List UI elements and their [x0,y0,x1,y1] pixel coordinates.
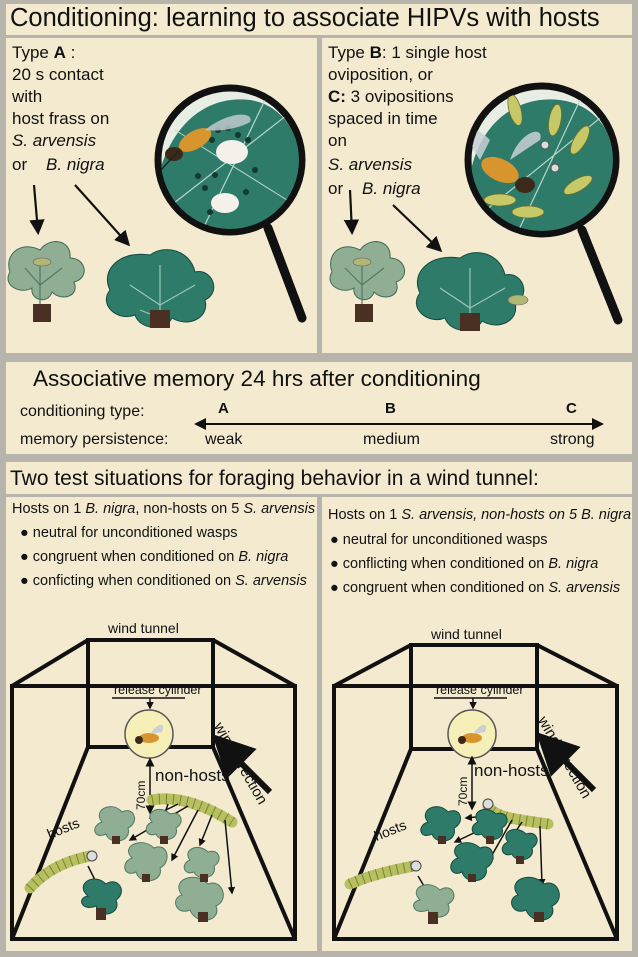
memory-panel [6,362,632,454]
wind-tunnel-label-left: wind tunnel [108,620,179,636]
nonhosts-label-right: non-hosts [474,761,549,780]
caterpillar-host-left [24,850,98,894]
magnifier-frass [154,84,307,323]
wind-arrow-right [536,732,597,793]
release-cylinder-left [112,697,185,759]
conditioning-type-label: conditioning type: [20,403,145,420]
nonhost-pots-right [438,836,544,922]
b-nigra-plant [105,249,215,328]
persistence-medium: medium [363,431,420,448]
caterpillar-host-right [344,860,422,890]
caterpillar-nonhost-left [146,793,238,828]
type-a-label: A [218,400,229,417]
wind-tunnel-label-right: wind tunnel [431,626,502,642]
arrow-to-b-nigra-2 [392,204,443,253]
tests-title: Two test situations for foraging behavio… [10,467,539,490]
column-divider [317,35,322,353]
nonhost-pots-left [112,836,208,922]
persistence-weak: weak [205,431,243,448]
type-b-label: B [385,400,396,417]
host-plant-right [413,884,455,924]
type-c-label: C [566,400,577,417]
memory-title: Associative memory 24 hrs after conditio… [33,366,481,391]
s-arvensis-plant [7,241,85,322]
memory-persistence-label: memory persistence: [20,431,169,448]
nonhosts-label-left: non-hosts [155,766,230,785]
b-nigra-plant-2 [415,252,529,331]
wind-tunnel-right [332,643,619,941]
tests-column-divider [317,494,322,951]
arrow-to-s-arvensis [29,184,45,236]
persistence-strong: strong [550,431,595,448]
caterpillar-nonhost-right [482,798,554,830]
s-arvensis-plant-2 [329,241,405,322]
magnifier-oviposition [464,82,623,325]
arrow-to-s-arvensis-2 [343,189,360,236]
conditioning-title: Conditioning: learning to associate HIPV… [10,4,600,32]
arrow-to-b-nigra [74,184,131,247]
nonhost-plants-left [94,806,224,921]
release-cylinder-right [434,697,507,759]
wind-arrow-left [212,734,273,795]
nonhost-plants-right [420,806,560,921]
wind-tunnel-left [10,638,297,941]
host-plant-left [81,878,122,920]
